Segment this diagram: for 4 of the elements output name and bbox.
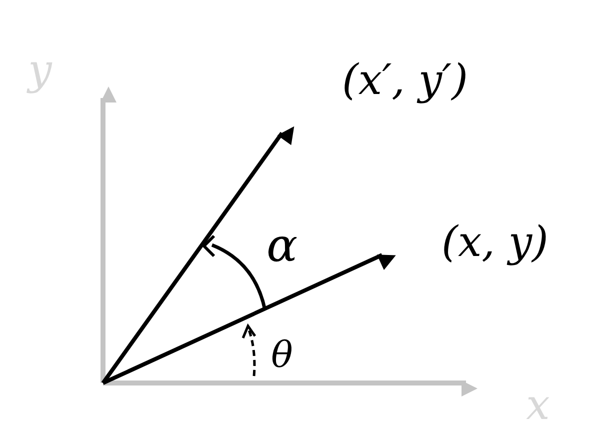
angle-label: θ <box>271 338 293 374</box>
point-label: (x′, y′) <box>342 59 468 101</box>
point-label: (x, y) <box>442 221 548 263</box>
angle-label: α <box>266 222 298 268</box>
